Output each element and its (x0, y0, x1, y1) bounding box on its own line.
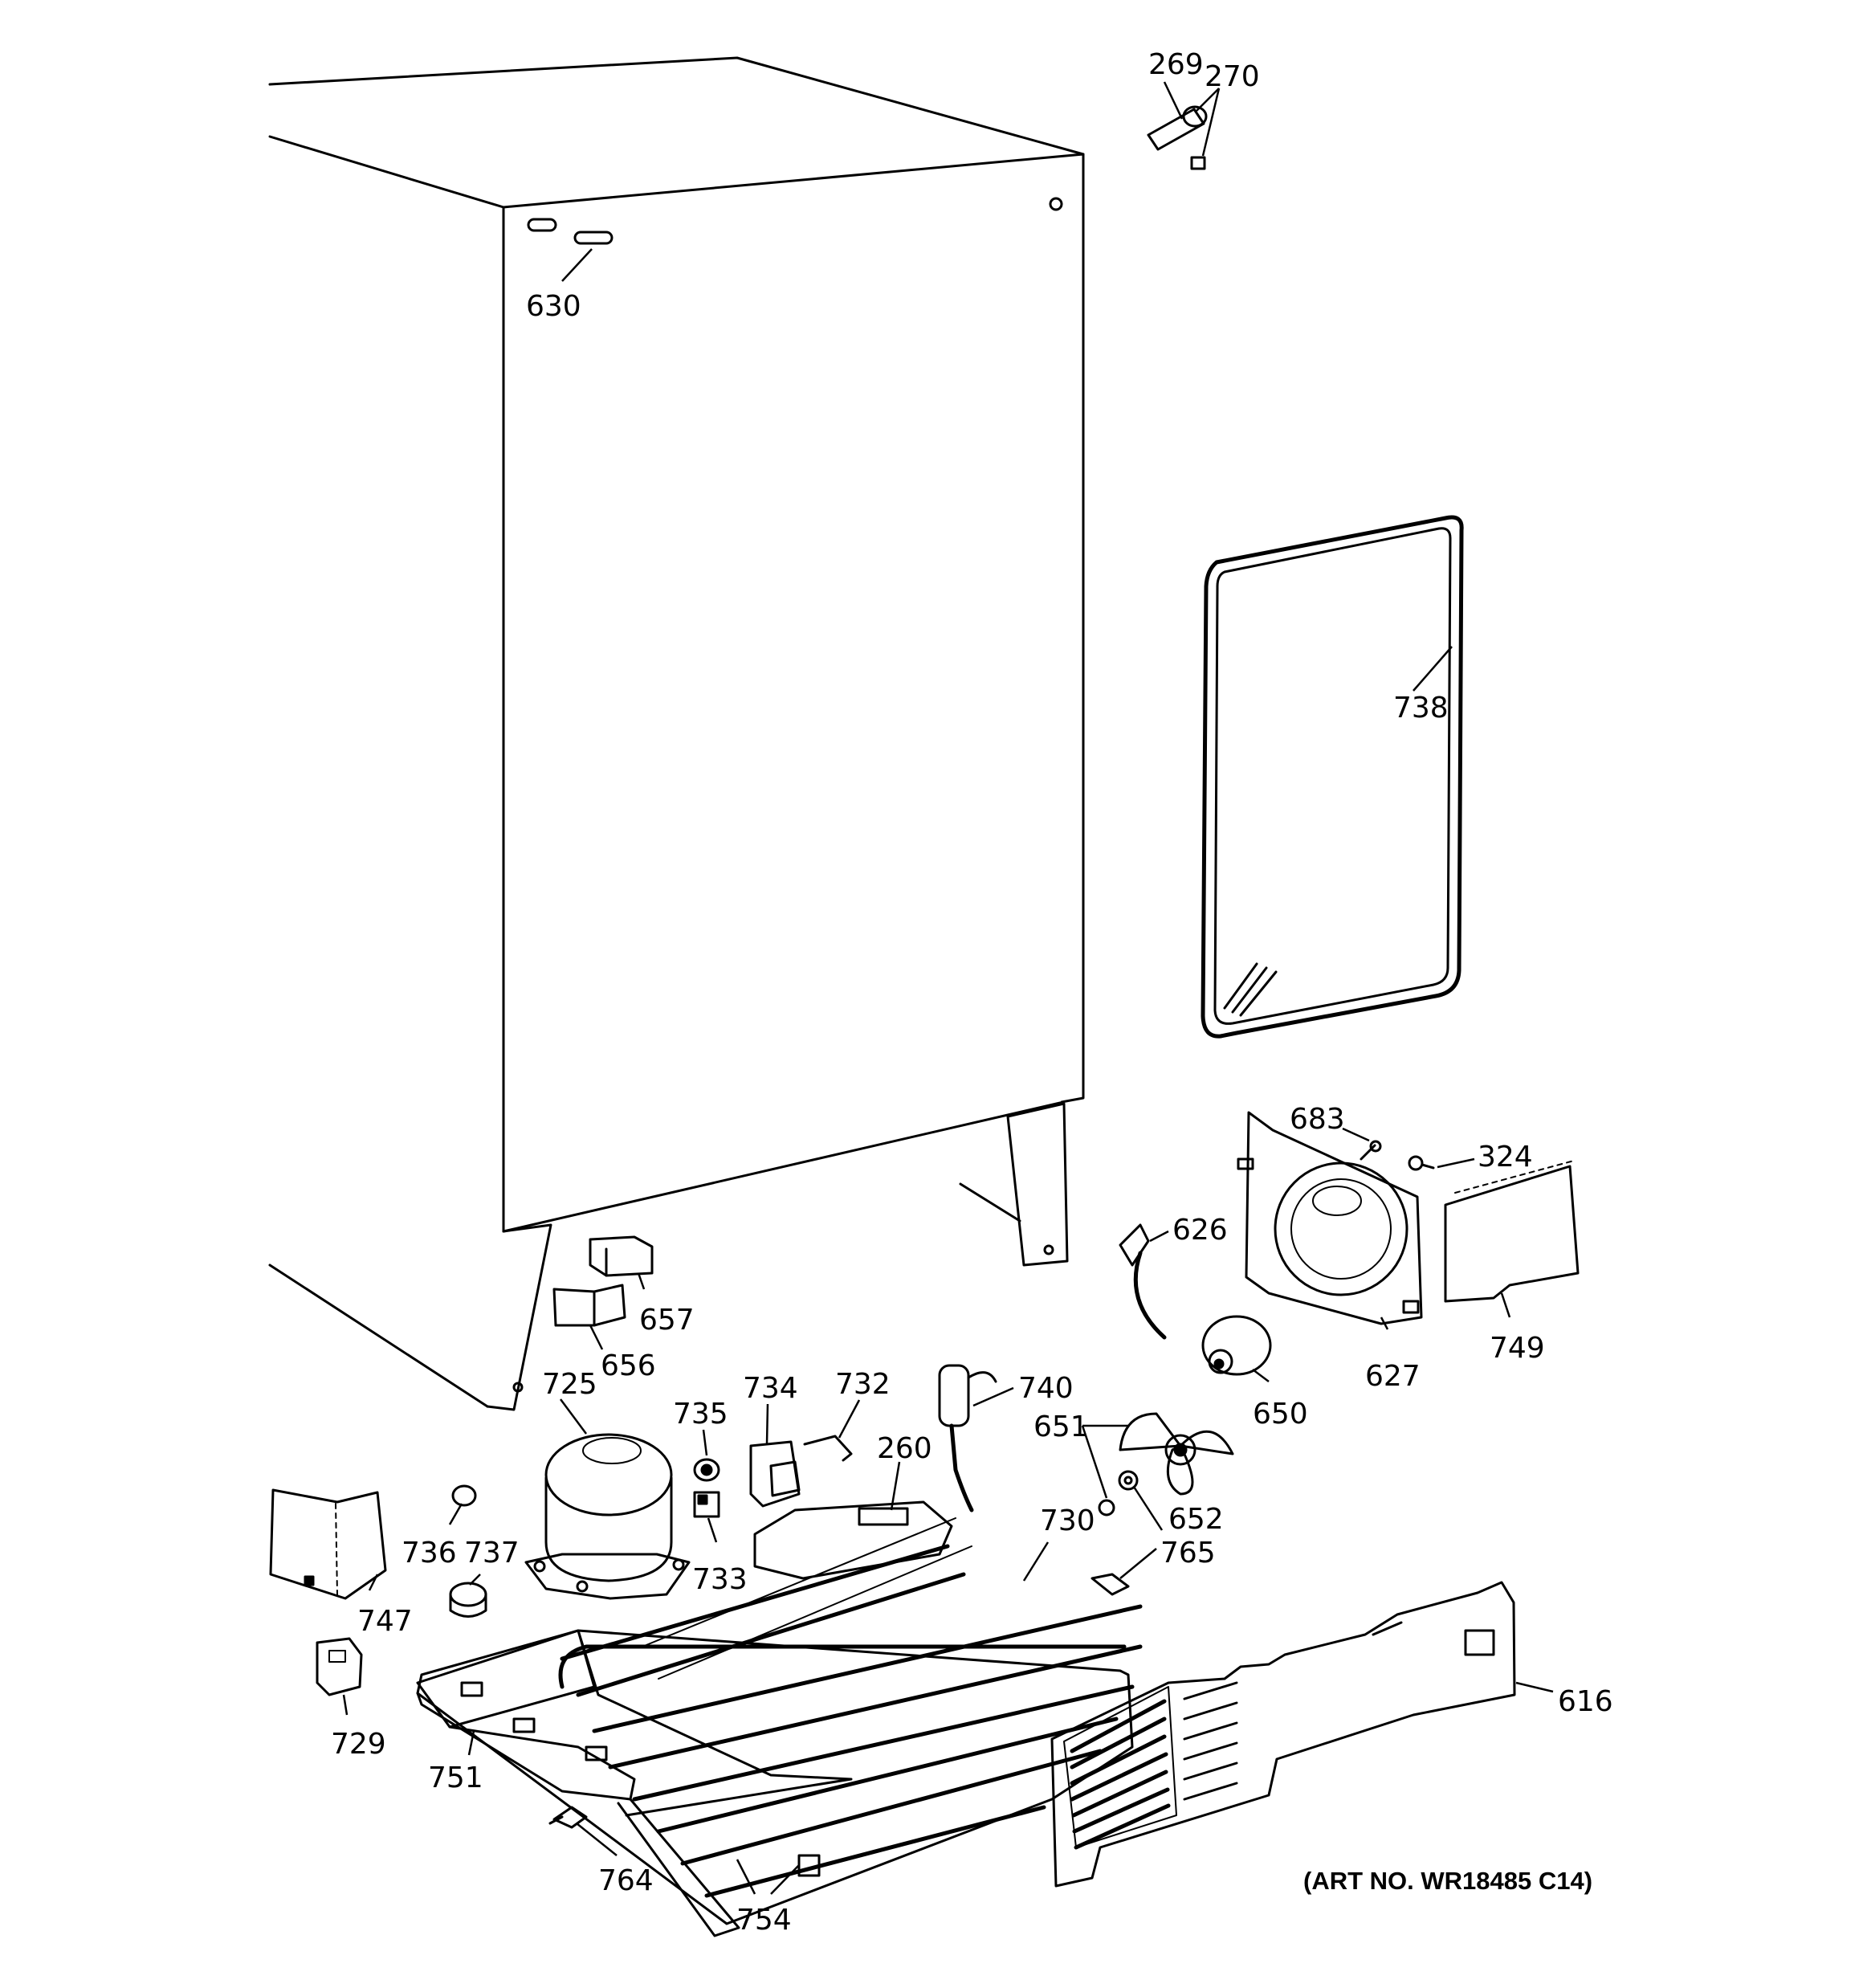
bracket-656 (552, 1284, 626, 1327)
fan-bracket (1237, 1111, 1423, 1325)
callout-656: 656 (601, 1349, 656, 1382)
hinge-pin (1147, 105, 1208, 170)
leader-lines (342, 81, 1554, 1895)
callout-740: 740 (1018, 1372, 1074, 1405)
condenser (416, 1500, 1143, 1925)
part-735 (693, 1458, 720, 1482)
cover-747 (269, 1488, 387, 1600)
washer (1098, 1470, 1139, 1517)
callout-732: 732 (835, 1368, 891, 1401)
callout-616: 616 (1558, 1685, 1613, 1718)
callout-735: 735 (673, 1398, 728, 1431)
clip-732 (803, 1435, 853, 1462)
heater-loop (1201, 515, 1464, 1039)
callout-738: 738 (1393, 692, 1449, 725)
callout-751: 751 (428, 1761, 483, 1794)
callout-270: 270 (1205, 60, 1260, 93)
callout-749: 749 (1490, 1332, 1545, 1365)
base-pan (416, 1629, 740, 1937)
screw-324 (1408, 1155, 1435, 1171)
callout-260: 260 (877, 1432, 932, 1465)
callout-652: 652 (1168, 1503, 1224, 1536)
relay-729 (316, 1637, 363, 1696)
callout-733: 733 (692, 1563, 748, 1596)
callout-725: 725 (542, 1368, 597, 1401)
callout-626: 626 (1172, 1214, 1228, 1247)
cabinet (268, 56, 1085, 1411)
callout-747: 747 (357, 1605, 413, 1638)
callout-737: 737 (464, 1537, 520, 1570)
fan-motor (1201, 1315, 1272, 1376)
callout-765: 765 (1160, 1537, 1216, 1570)
screw-683 (1360, 1140, 1382, 1161)
fan-blade (1119, 1412, 1234, 1496)
grommet-736 (451, 1484, 477, 1507)
callout-627: 627 (1365, 1360, 1421, 1393)
grommet-737 (449, 1582, 487, 1618)
callout-650: 650 (1253, 1398, 1308, 1431)
callout-683: 683 (1290, 1103, 1345, 1136)
cover-749 (1444, 1160, 1580, 1303)
dryer (938, 1364, 997, 1512)
callout-651: 651 (1033, 1410, 1089, 1443)
callout-729: 729 (331, 1728, 386, 1761)
bracket-657 (589, 1235, 654, 1277)
callout-324: 324 (1478, 1141, 1533, 1174)
art-number: (ART NO. WR18485 C14) (1303, 1867, 1592, 1895)
callout-657: 657 (639, 1304, 695, 1337)
power-cord (1119, 1223, 1167, 1340)
callout-730: 730 (1040, 1504, 1095, 1537)
clip-764 (548, 1806, 588, 1829)
callout-labels: 269 270 630 738 683 324 626 657 656 725 … (331, 48, 1613, 1937)
callout-269: 269 (1148, 48, 1204, 81)
grille (1050, 1581, 1516, 1888)
clip-765 (1090, 1573, 1130, 1596)
callout-764: 764 (598, 1864, 654, 1897)
part-733 (693, 1491, 720, 1518)
callout-630: 630 (526, 290, 581, 323)
compressor (524, 1433, 691, 1600)
callout-736: 736 (402, 1537, 457, 1570)
callout-754: 754 (736, 1904, 792, 1937)
callout-734: 734 (743, 1372, 798, 1405)
overload-relay (749, 1440, 801, 1508)
